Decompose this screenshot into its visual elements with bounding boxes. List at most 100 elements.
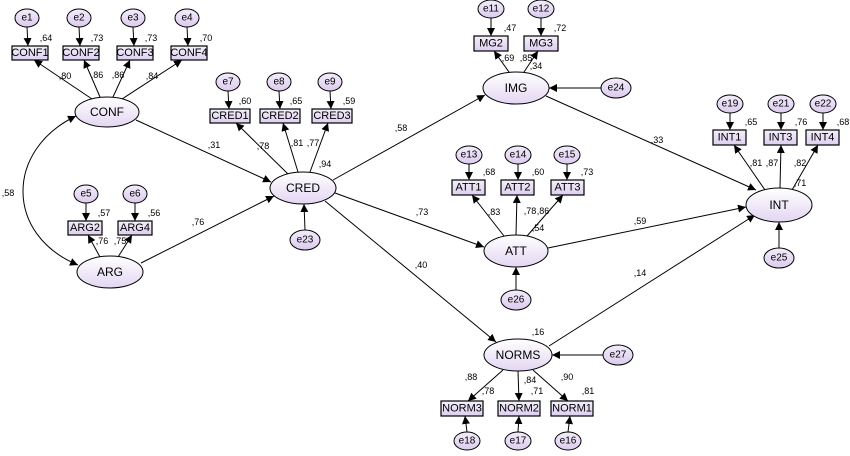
arrow-cred-cred2 bbox=[281, 122, 299, 173]
indicator-norm1: NORM1 bbox=[550, 400, 594, 417]
error-e8: e8 bbox=[266, 72, 292, 92]
arrow-e9-cred3 bbox=[326, 90, 335, 110]
arrow-e8-cred2 bbox=[275, 90, 284, 110]
svg-text:ARG4: ARG4 bbox=[120, 222, 150, 234]
arrow-img-mg3 bbox=[523, 50, 539, 73]
arrow-conf-conf1 bbox=[33, 59, 93, 100]
arrow-e7-cred1 bbox=[224, 90, 233, 110]
latent-int-label: INT bbox=[769, 198, 789, 212]
indicator-int4: INT4 bbox=[805, 129, 840, 146]
svg-text:e15: e15 bbox=[559, 150, 576, 161]
arrow-conf-conf2 bbox=[83, 59, 101, 98]
svg-text:CONF3: CONF3 bbox=[116, 47, 153, 59]
arrow-conf-cred bbox=[135, 119, 272, 183]
coef-r2-arg2: ,57 bbox=[98, 208, 111, 218]
coef-l-conf2: ,86 bbox=[91, 70, 104, 80]
arrow-e23-cred bbox=[300, 203, 309, 231]
svg-text:MG3: MG3 bbox=[529, 38, 553, 50]
arrow-arg-arg2 bbox=[87, 234, 101, 258]
error-e13: e13 bbox=[455, 145, 483, 165]
svg-text:e13: e13 bbox=[461, 150, 478, 161]
coef-l-conf1: ,80 bbox=[59, 71, 72, 81]
error-e23: e23 bbox=[289, 229, 321, 251]
coef-l-mg3: ,85 bbox=[520, 53, 533, 63]
correlation-conf-arg bbox=[22, 115, 79, 266]
coef-r2-cred1: ,60 bbox=[239, 96, 252, 106]
coef-r2-cred2: ,65 bbox=[290, 96, 303, 106]
svg-text:e21: e21 bbox=[773, 99, 790, 110]
coef-p-cred-img: ,58 bbox=[395, 123, 408, 133]
arrow-int-int1 bbox=[733, 144, 766, 191]
svg-text:e8: e8 bbox=[273, 77, 285, 88]
latent-conf: CONF bbox=[74, 96, 140, 128]
coef-r2-cred: ,94 bbox=[319, 159, 332, 169]
svg-text:e3: e3 bbox=[127, 13, 139, 24]
svg-text:e14: e14 bbox=[510, 150, 527, 161]
coef-r2-norms: ,16 bbox=[532, 327, 545, 337]
coef-l-cred3: ,77 bbox=[307, 138, 320, 148]
arrow-e16-norm1 bbox=[565, 415, 573, 433]
svg-text:INT4: INT4 bbox=[811, 132, 835, 144]
latent-int: INT bbox=[745, 187, 813, 223]
indicator-conf2: CONF2 bbox=[62, 45, 100, 61]
indicator-conf4: CONF4 bbox=[170, 45, 208, 61]
arrow-conf-conf4 bbox=[121, 59, 183, 100]
svg-text:CRED3: CRED3 bbox=[313, 110, 350, 122]
coef-r2-int3: ,76 bbox=[795, 117, 808, 127]
coef-l-int3: ,87 bbox=[766, 158, 779, 168]
indicator-att1: ATT1 bbox=[451, 179, 486, 196]
indicator-int3: INT3 bbox=[763, 129, 798, 146]
arrow-cred-cred3 bbox=[309, 122, 329, 173]
arrow-att-att1 bbox=[471, 194, 505, 237]
arrow-arg-cred bbox=[140, 195, 275, 264]
coef-l-norm2: ,71 bbox=[531, 386, 544, 396]
coef-p-img-int: ,33 bbox=[651, 135, 664, 145]
svg-text:CONF4: CONF4 bbox=[170, 47, 207, 59]
arrow-e4-conf4 bbox=[183, 26, 192, 47]
error-e6: e6 bbox=[122, 184, 148, 204]
svg-text:e9: e9 bbox=[324, 77, 336, 88]
arrow-norms-norm3 bbox=[467, 369, 504, 402]
coef-l-cred1: ,78 bbox=[257, 141, 270, 151]
error-e26: e26 bbox=[500, 289, 532, 311]
error-e25: e25 bbox=[763, 247, 795, 269]
arrow-img-int bbox=[545, 95, 757, 191]
error-e14: e14 bbox=[504, 145, 532, 165]
arrow-e3-conf3 bbox=[129, 26, 138, 47]
coef-l-att3: ,86 bbox=[537, 206, 550, 216]
error-e17: e17 bbox=[504, 431, 532, 451]
arrow-img-mg2 bbox=[493, 50, 510, 73]
coef-r2-mg2: ,47 bbox=[504, 23, 517, 33]
coef-l-att2: ,78 bbox=[524, 206, 537, 216]
error-e9: e9 bbox=[317, 72, 343, 92]
coef-l-arg4: ,75 bbox=[114, 236, 127, 246]
coef-p-cred-norms: ,40 bbox=[415, 260, 428, 270]
coef-r2-int: ,71 bbox=[794, 178, 807, 188]
arrow-e17-norm2 bbox=[514, 415, 523, 433]
coef-r2-norm3: ,88 bbox=[465, 372, 478, 382]
coef-r2-int4: ,68 bbox=[837, 117, 850, 127]
latent-norms: NORMS bbox=[483, 338, 553, 372]
latent-arg-label: ARG bbox=[97, 265, 123, 279]
coef-l-int1: ,81 bbox=[750, 158, 763, 168]
coef-r2-cred3: ,59 bbox=[343, 96, 356, 106]
svg-text:e27: e27 bbox=[610, 350, 627, 361]
arrow-att-att3 bbox=[526, 194, 564, 237]
coef-p-norms-int: ,14 bbox=[634, 268, 647, 278]
coef-l-att1: ,83 bbox=[488, 207, 501, 217]
indicator-norm3: NORM3 bbox=[440, 400, 484, 417]
error-e18: e18 bbox=[453, 431, 481, 451]
path-arrows bbox=[22, 18, 827, 433]
coef-corr-conf-arg: ,58 bbox=[2, 188, 15, 198]
error-e4: e4 bbox=[174, 8, 200, 28]
svg-text:e12: e12 bbox=[533, 4, 550, 15]
arrow-norms-norm1 bbox=[532, 369, 569, 402]
svg-text:CONF2: CONF2 bbox=[62, 47, 99, 59]
indicator-conf3: CONF3 bbox=[116, 45, 154, 61]
error-e1: e1 bbox=[14, 8, 40, 28]
svg-text:e22: e22 bbox=[815, 99, 832, 110]
svg-text:e19: e19 bbox=[722, 99, 739, 110]
latent-att: ATT bbox=[483, 234, 549, 268]
error-e3: e3 bbox=[120, 8, 146, 28]
